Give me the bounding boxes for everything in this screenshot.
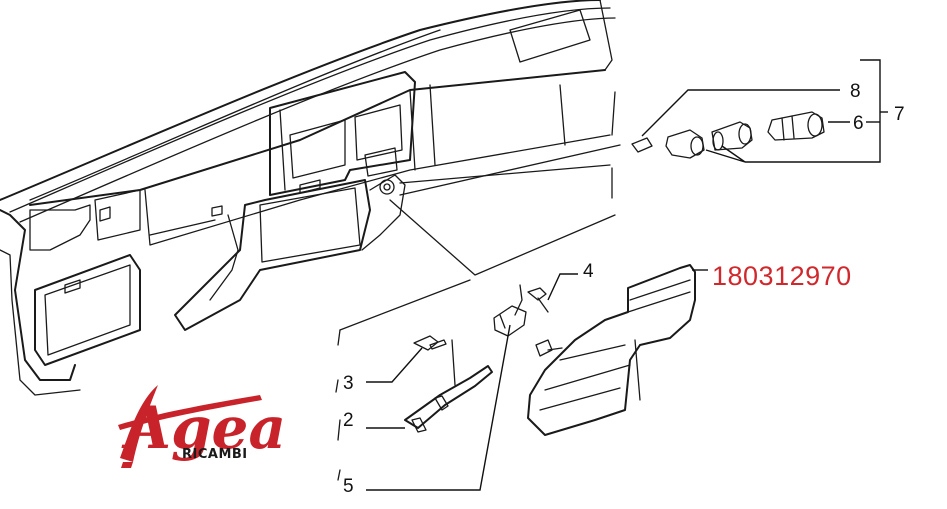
leader-lines: [366, 59, 888, 491]
part-8-bulb: [631, 137, 653, 153]
lighter-body: [711, 121, 753, 151]
callout-7: 7: [894, 104, 905, 125]
lighter-assembly: [631, 111, 825, 159]
logo-brush-mark: [118, 385, 262, 468]
callout-6: 6: [853, 113, 864, 134]
bracket-parts: [404, 284, 549, 433]
callout-4: 4: [583, 261, 594, 282]
callout-8: 8: [850, 81, 861, 102]
callout-5: 5: [343, 476, 354, 497]
agea-logo: Agea RICAMBI: [118, 385, 286, 468]
dashboard-illustration: [0, 0, 616, 396]
callout-2: 2: [343, 410, 354, 431]
callout-labels: 8 7 6 4 3 2 5: [343, 81, 905, 497]
logo-wordmark: Agea: [121, 394, 286, 462]
part-2-bracket: [404, 365, 493, 429]
callout-3: 3: [343, 373, 354, 394]
console-side-panel: [527, 264, 696, 436]
logo-subtitle: RICAMBI: [182, 447, 248, 462]
part-4-screw: [527, 287, 547, 301]
part-number-label: 180312970: [712, 261, 852, 291]
socket: [665, 129, 705, 159]
diagram-boundaries: [335, 91, 621, 481]
part-5-clip: [493, 305, 527, 337]
